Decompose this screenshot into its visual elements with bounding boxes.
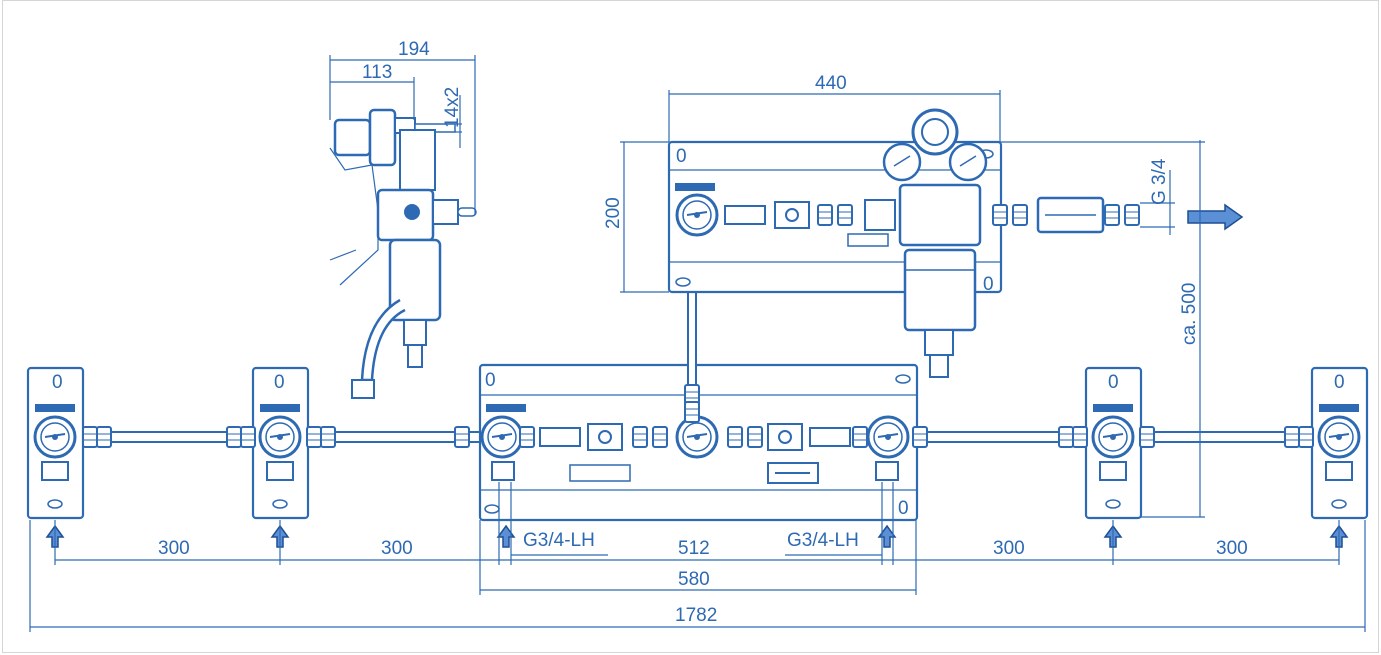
dim-113: 113 [362,62,392,83]
dim-300-b: 300 [381,538,413,559]
dim-g34lh-left: G3/4-LH [523,530,595,551]
station-unit-4: 0 [1284,366,1369,520]
side-view-unit [329,108,477,399]
dim-1782: 1782 [675,605,717,626]
dim-300-a: 300 [158,538,190,559]
central-manifold-panel: 0 0 [454,249,928,522]
dim-ca500: ca. 500 [1179,283,1200,345]
dim-g34: G 3/4 [1149,158,1170,205]
panel-zero-mark: 0 [52,372,63,393]
panel-zero-mark: 0 [898,498,909,519]
panel-zero-mark: 0 [485,370,496,391]
panel-zero-mark: 0 [1334,372,1345,393]
dim-300-c: 300 [993,538,1025,559]
panel-zero-mark: 0 [676,146,687,167]
dim-300-d: 300 [1216,538,1248,559]
dim-194: 194 [398,39,430,60]
dim-512: 512 [678,538,710,559]
panel-zero-mark: 0 [983,274,994,295]
station-unit-2: 0 [226,366,336,520]
outlet-arrow [1187,203,1244,231]
station-unit-3: 0 [1058,366,1155,520]
dim-g34lh-right: G3/4-LH [787,530,859,551]
panel-zero-mark: 0 [1108,372,1119,393]
station-unit-1: 0 [26,366,112,520]
dim-440: 440 [815,73,847,94]
dim-580: 580 [678,569,710,590]
panel-zero-mark: 0 [274,372,285,393]
dim-200: 200 [603,197,624,229]
dim-14x2: 14x2 [442,87,463,128]
dimension-lines [29,55,1366,632]
regulator-panel: 0 0 [667,108,1244,378]
